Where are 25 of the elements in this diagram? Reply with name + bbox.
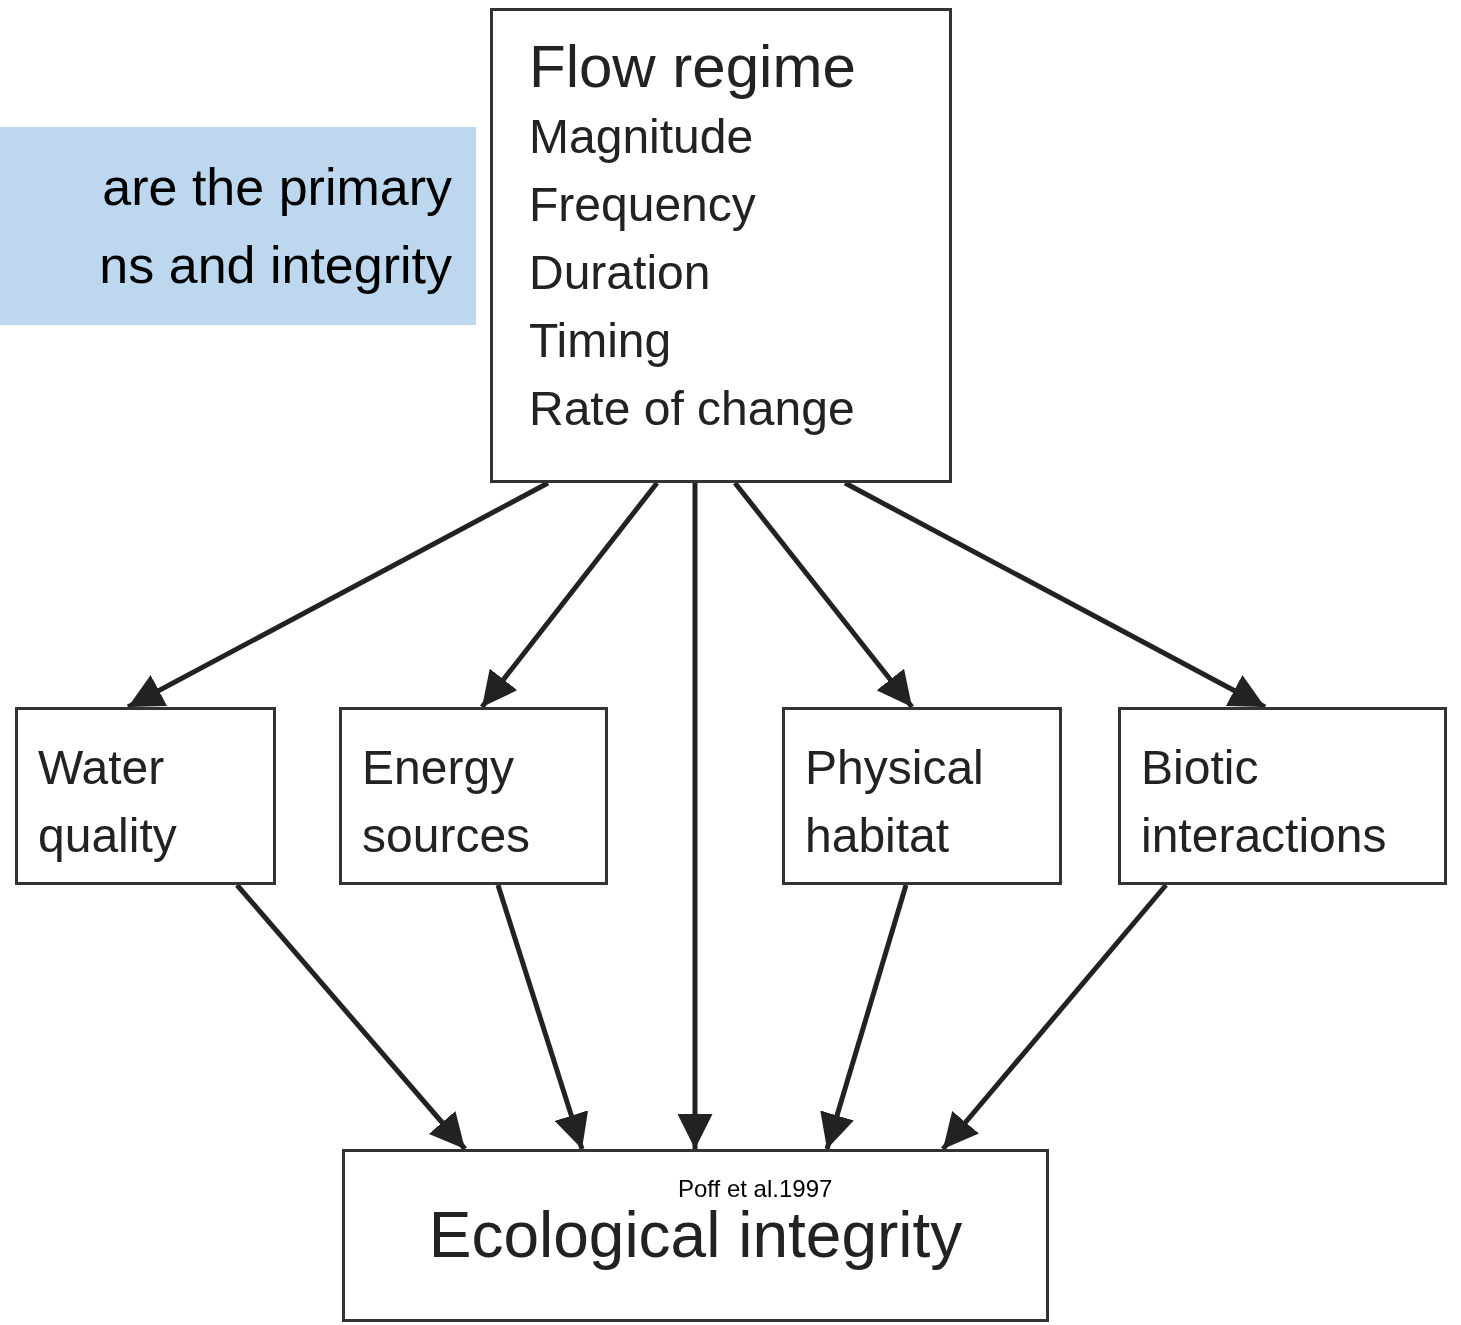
arrow xyxy=(733,481,914,709)
box-label: Biotic interactions xyxy=(1141,740,1388,864)
process-box xyxy=(1118,707,1447,885)
process-box xyxy=(15,707,276,885)
process-box xyxy=(339,707,608,885)
list-item: Timing xyxy=(529,313,672,369)
process-box xyxy=(342,1149,1049,1322)
arrow xyxy=(480,481,659,709)
process-box xyxy=(490,8,952,483)
highlight-box xyxy=(0,127,476,325)
arrow xyxy=(820,884,909,1150)
note-text: are the primary ns and integrity xyxy=(98,157,452,296)
list-item: Magnitude xyxy=(529,109,754,165)
box-heading: Flow regime xyxy=(529,32,857,102)
box-label: Physical habitat xyxy=(805,740,985,864)
arrow xyxy=(677,483,713,1149)
list-item: Rate of change xyxy=(529,381,855,437)
process-box xyxy=(782,707,1062,885)
arrow xyxy=(235,883,467,1151)
box-label: Water quality xyxy=(38,740,178,864)
list-item: Frequency xyxy=(529,177,756,233)
arrow xyxy=(495,884,589,1150)
box-label: Energy sources xyxy=(362,740,532,864)
arrow xyxy=(941,883,1168,1151)
list-item: Duration xyxy=(529,245,711,301)
